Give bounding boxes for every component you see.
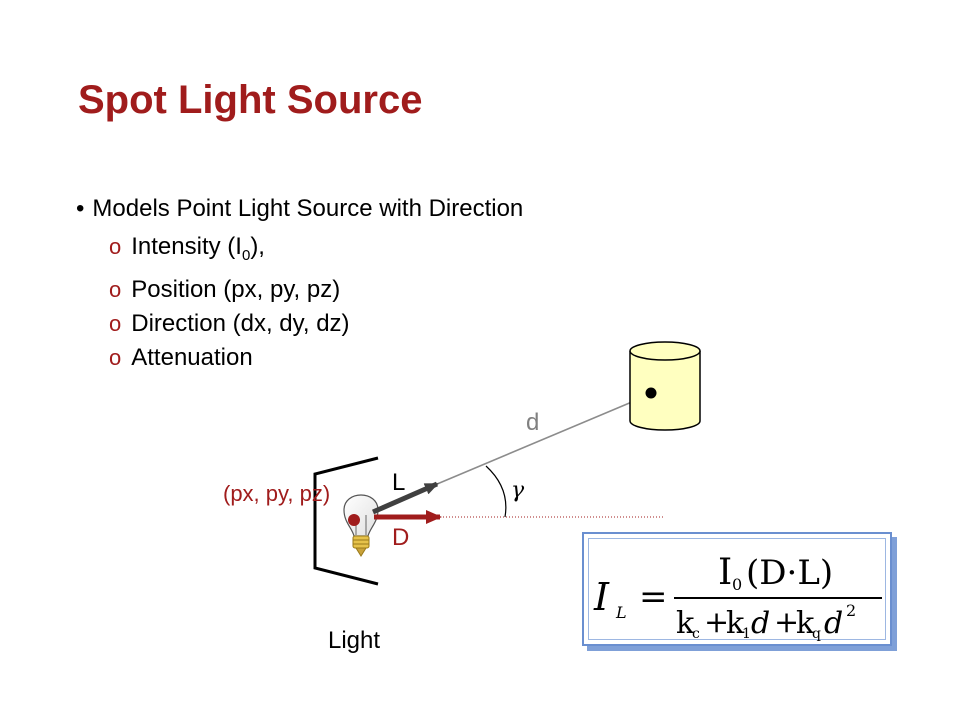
formula-lhs: I (593, 575, 610, 619)
subitem-text: Direction (dx, dy, dz) (131, 309, 350, 337)
formula-lhs-sub: L (615, 603, 627, 622)
formula-numerator-rest: (D·L) (746, 553, 833, 593)
formula-kc: k (676, 606, 695, 641)
bullet-list: • Models Point Light Source with Directio… (76, 194, 523, 375)
gamma-angle-arc (485, 465, 507, 518)
subitem-direction: o Direction (dx, dy, dz) (76, 307, 523, 341)
formula-d1: d (751, 606, 770, 641)
object-point (645, 387, 657, 399)
bullet-dot: • (76, 195, 85, 222)
formula-k1: k (726, 606, 745, 641)
L-label: L (392, 469, 405, 496)
sub-marker: o (109, 276, 122, 302)
formula-numerator-sub: 0 (732, 575, 742, 594)
formula-k1-sub: 1 (742, 626, 751, 642)
formula-plus-2: + (774, 605, 799, 640)
attenuation-formula: I L = I 0 (D·L) k c + k 1 d + k q d 2 (593, 552, 882, 642)
intensity-suffix: ), (250, 233, 265, 260)
vector-L (371, 481, 439, 515)
formula-kq-sub: q (812, 626, 821, 642)
subitem-text: Intensity (I0), (131, 230, 265, 273)
bullet-item: • Models Point Light Source with Directio… (76, 194, 523, 224)
subitem-attenuation: o Attenuation (76, 341, 523, 375)
formula-inner-border (588, 538, 886, 640)
attenuation-formula-box: I L = I 0 (D·L) k c + k 1 d + k q d 2 (582, 532, 892, 646)
light-label: Light (328, 627, 380, 654)
subitem-text: Position (px, py, pz) (131, 275, 341, 303)
slide-title: Spot Light Source (78, 78, 423, 122)
gamma-label: γ (511, 478, 525, 503)
subitem-intensity: o Intensity (I0), (76, 230, 523, 273)
formula-exp: 2 (846, 601, 856, 620)
light-position-point (348, 514, 360, 526)
D-label: D (392, 524, 409, 551)
formula-equals: = (639, 577, 668, 617)
formula-kc-sub: c (692, 626, 700, 642)
formula-kq: k (796, 606, 815, 641)
sub-marker: o (109, 234, 122, 259)
subitem-position: o Position (px, py, pz) (76, 273, 523, 307)
subitem-text: Attenuation (131, 343, 253, 371)
intensity-subscript: 0 (241, 246, 251, 264)
formula-d2: d (824, 606, 843, 641)
d-label: d (526, 409, 539, 436)
formula-numerator-I: I (718, 552, 732, 593)
sub-marker: o (109, 344, 122, 370)
object-cylinder (629, 341, 701, 431)
lamp-reflector (313, 456, 379, 586)
sub-marker: o (109, 310, 122, 336)
position-label: (px, py, pz) (223, 481, 330, 506)
intensity-text: Intensity (I (131, 233, 242, 260)
light-bulb-icon (343, 494, 379, 557)
ray-d (429, 395, 647, 488)
bullet-text: Models Point Light Source with Direction (92, 195, 524, 222)
formula-plus-1: + (704, 605, 729, 640)
